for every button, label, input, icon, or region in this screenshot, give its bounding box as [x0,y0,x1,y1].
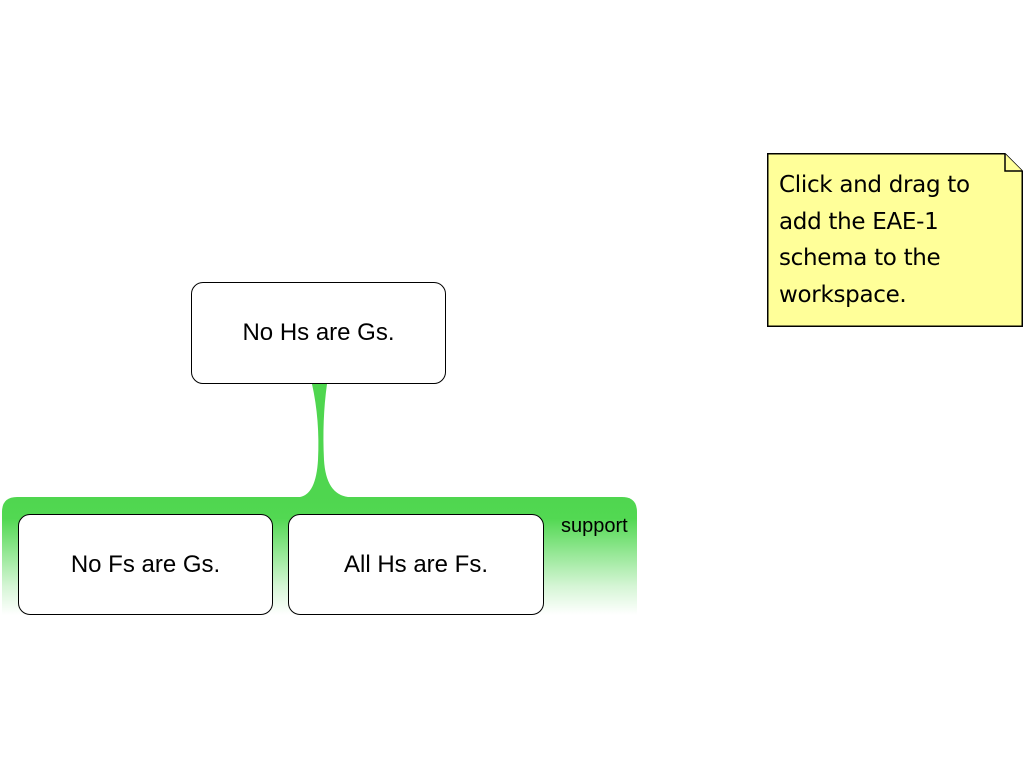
sticky-note-text: Click and drag to add the EAE-1 schema t… [779,172,970,308]
instruction-sticky-note[interactable]: Click and drag to add the EAE-1 schema t… [767,153,1023,327]
support-label: support [561,515,628,537]
sticky-note-shape [767,153,1023,327]
conclusion-claim-box[interactable]: No Hs are Gs. [191,282,446,384]
premise-claim-box[interactable]: No Fs are Gs. [18,514,273,615]
support-stem [300,384,348,497]
premise-text: All Hs are Fs. [343,550,489,578]
conclusion-text: No Hs are Gs. [242,319,395,346]
premise-text: No Fs are Gs. [70,550,221,578]
premise-claim-box[interactable]: All Hs are Fs. [288,514,544,615]
